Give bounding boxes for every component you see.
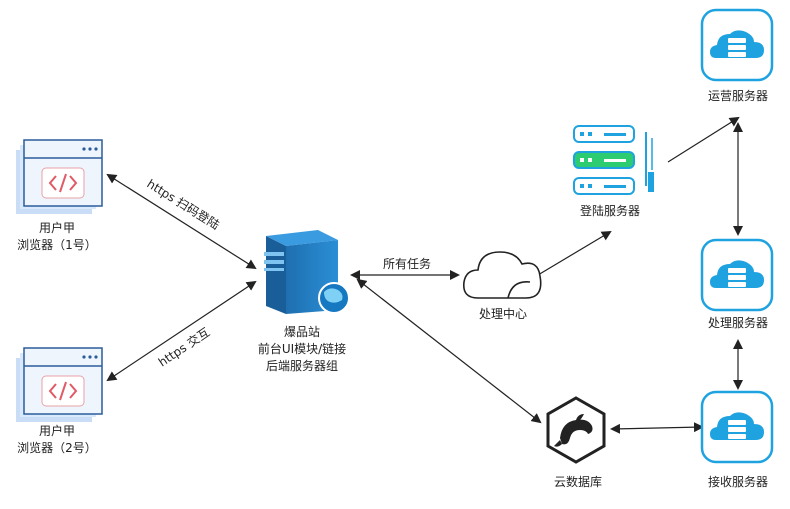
edges bbox=[106, 116, 743, 434]
edge-label-https-scan-login: https 扫码登陆 bbox=[144, 176, 222, 233]
edge-clouddb-receive bbox=[610, 422, 704, 434]
process-server-label: 处理服务器 bbox=[708, 315, 768, 330]
process-server-icon bbox=[700, 238, 774, 312]
dolphin-database-icon bbox=[546, 396, 606, 464]
edge-site-clouddb bbox=[356, 278, 542, 424]
edge-label-https-interact: https 交互 bbox=[155, 324, 212, 369]
edge-browser1-site bbox=[106, 173, 257, 270]
browser-2-label-line2: 浏览器（2号） bbox=[17, 440, 97, 455]
browser-1-label-line2: 浏览器（1号） bbox=[17, 237, 97, 252]
ops-server-label: 运营服务器 bbox=[708, 88, 768, 103]
cloud-icon bbox=[462, 251, 542, 299]
ops-server-icon bbox=[700, 8, 774, 82]
site-label-line3: 后端服务器组 bbox=[266, 358, 338, 373]
processing-center-label: 处理中心 bbox=[479, 306, 527, 321]
login-server-label: 登陆服务器 bbox=[580, 203, 640, 218]
site-label-line1: 爆品站 bbox=[284, 325, 320, 339]
browser-2-label-line1: 用户甲 bbox=[39, 423, 75, 438]
receive-server-icon bbox=[700, 390, 774, 464]
edge-label-all-tasks: 所有任务 bbox=[383, 256, 431, 271]
cloud-db-label: 云数据库 bbox=[554, 474, 602, 489]
browser-1-label-line1: 用户甲 bbox=[39, 220, 75, 235]
site-server-icon bbox=[264, 230, 350, 314]
login-server-icon bbox=[573, 125, 654, 195]
edge-browser2-site bbox=[106, 280, 257, 382]
site-label-line2: 前台UI模块/链接 bbox=[258, 341, 346, 356]
browser-1-icon bbox=[16, 139, 103, 214]
receive-server-label: 接收服务器 bbox=[708, 474, 768, 489]
browser-2-icon bbox=[16, 347, 103, 422]
edge-processing-login bbox=[537, 230, 612, 276]
edge-login-ops bbox=[667, 116, 740, 163]
